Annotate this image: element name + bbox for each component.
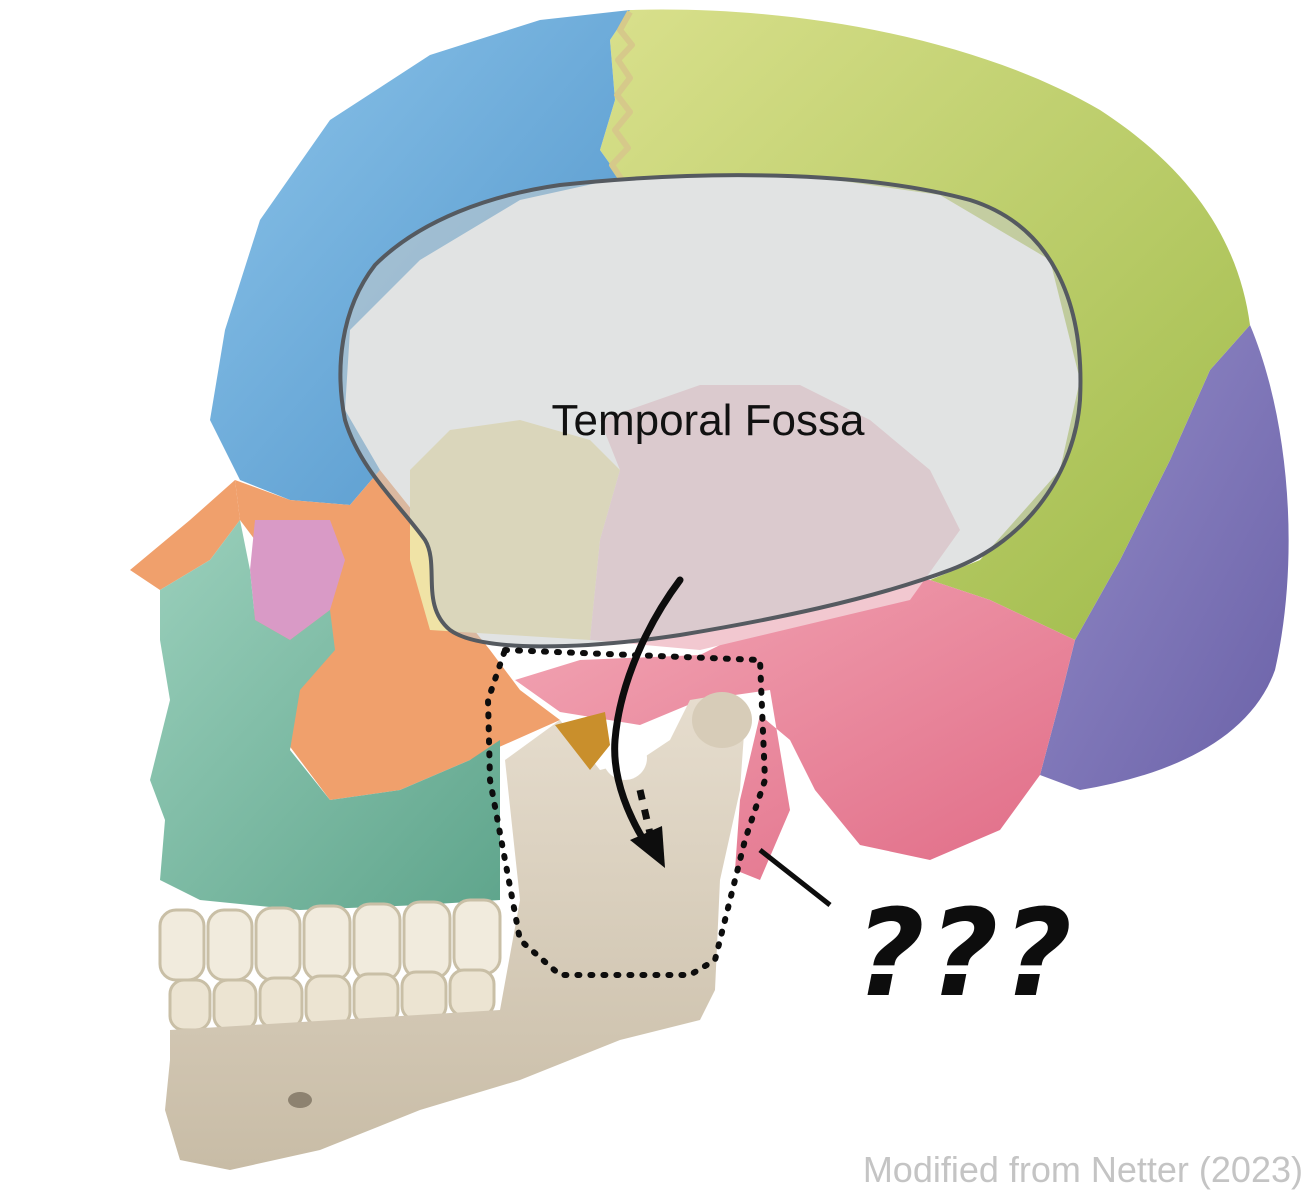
mental-foramen (288, 1092, 312, 1108)
credit-text: Modified from Netter (2023) (863, 1149, 1303, 1190)
orbit (250, 520, 345, 640)
temporal-bone (515, 575, 1075, 880)
parietal-bone (600, 9, 1250, 640)
region-label: Temporal Fossa (551, 396, 865, 445)
passage-arrow (611, 576, 684, 854)
mandible (165, 695, 745, 1170)
sphenoid-tip (555, 712, 610, 770)
temporal-fossa-overlay (338, 173, 1083, 649)
lower-teeth (168, 968, 496, 1032)
passage-arrowhead (630, 826, 665, 868)
coronal-suture (609, 10, 635, 182)
infratemporal-region-outline (484, 646, 769, 978)
unknown-leader-line (758, 848, 832, 907)
occipital-bone (1040, 325, 1289, 790)
nasal-bone (130, 480, 240, 590)
maxilla (150, 520, 500, 910)
upper-teeth (158, 898, 502, 982)
mandibular-condyle (692, 692, 752, 748)
unknown-label: ??? (855, 885, 1076, 1024)
